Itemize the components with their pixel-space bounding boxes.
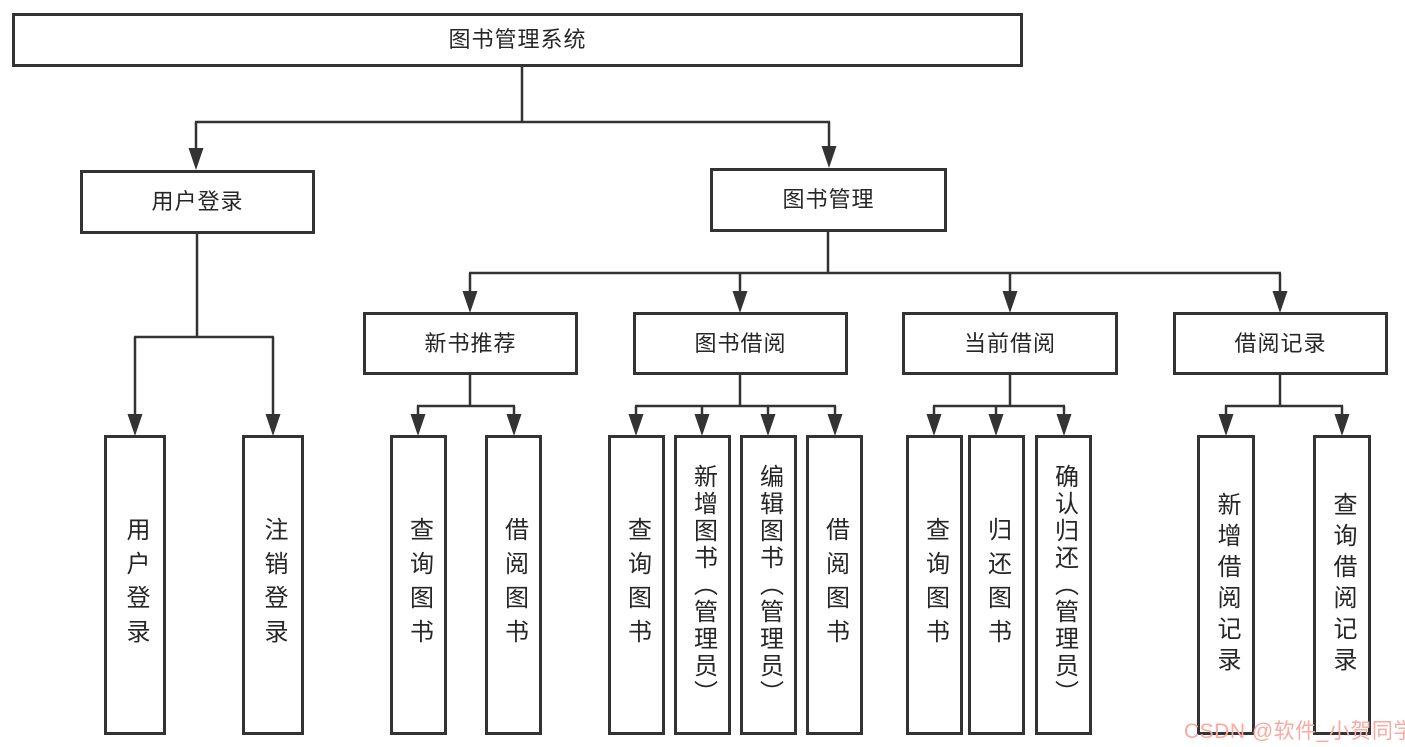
node-current: 当前借阅 <box>902 312 1118 375</box>
connector-bookmgmt-to-level3 <box>462 232 1288 313</box>
leaf-newbooks-borrow: 借阅图书 <box>485 435 542 735</box>
leaf-current-return: 归还图书 <box>968 435 1025 735</box>
connector-borrowing-to-leaves <box>628 375 843 436</box>
node-book-mgmt: 图书管理 <box>710 168 947 232</box>
connector-records-to-leaves <box>1218 375 1350 436</box>
node-borrowing: 图书借阅 <box>633 312 848 375</box>
leaf-current-confirm-admin: 确认归还（管理员） <box>1035 435 1092 735</box>
leaf-borrowing-add-admin: 新增图书（管理员） <box>674 435 731 735</box>
node-new-books: 新书推荐 <box>363 312 578 375</box>
node-root: 图书管理系统 <box>12 13 1023 67</box>
leaf-current-query: 查询图书 <box>906 435 963 735</box>
csdn-watermark: CSDN @软件_小贺同学 <box>1184 720 1405 743</box>
leaf-records-query: 查询借阅记录 <box>1313 435 1371 735</box>
leaf-borrowing-borrow: 借阅图书 <box>806 435 863 735</box>
node-records: 借阅记录 <box>1173 312 1388 375</box>
connector-root-to-level2 <box>188 67 837 170</box>
leaf-logout: 注销登录 <box>242 435 304 735</box>
leaf-newbooks-query: 查询图书 <box>390 435 447 735</box>
connector-current-to-leaves <box>926 375 1072 436</box>
leaf-borrowing-edit-admin: 编辑图书（管理员） <box>740 435 797 735</box>
leaf-records-add: 新增借阅记录 <box>1197 435 1255 735</box>
connector-userlogin-to-leaves <box>127 234 281 436</box>
leaf-user-login: 用户登录 <box>104 435 166 735</box>
leaf-borrowing-query: 查询图书 <box>608 435 665 735</box>
connector-newbooks-to-leaves <box>410 375 522 436</box>
node-user-login: 用户登录 <box>80 170 315 234</box>
